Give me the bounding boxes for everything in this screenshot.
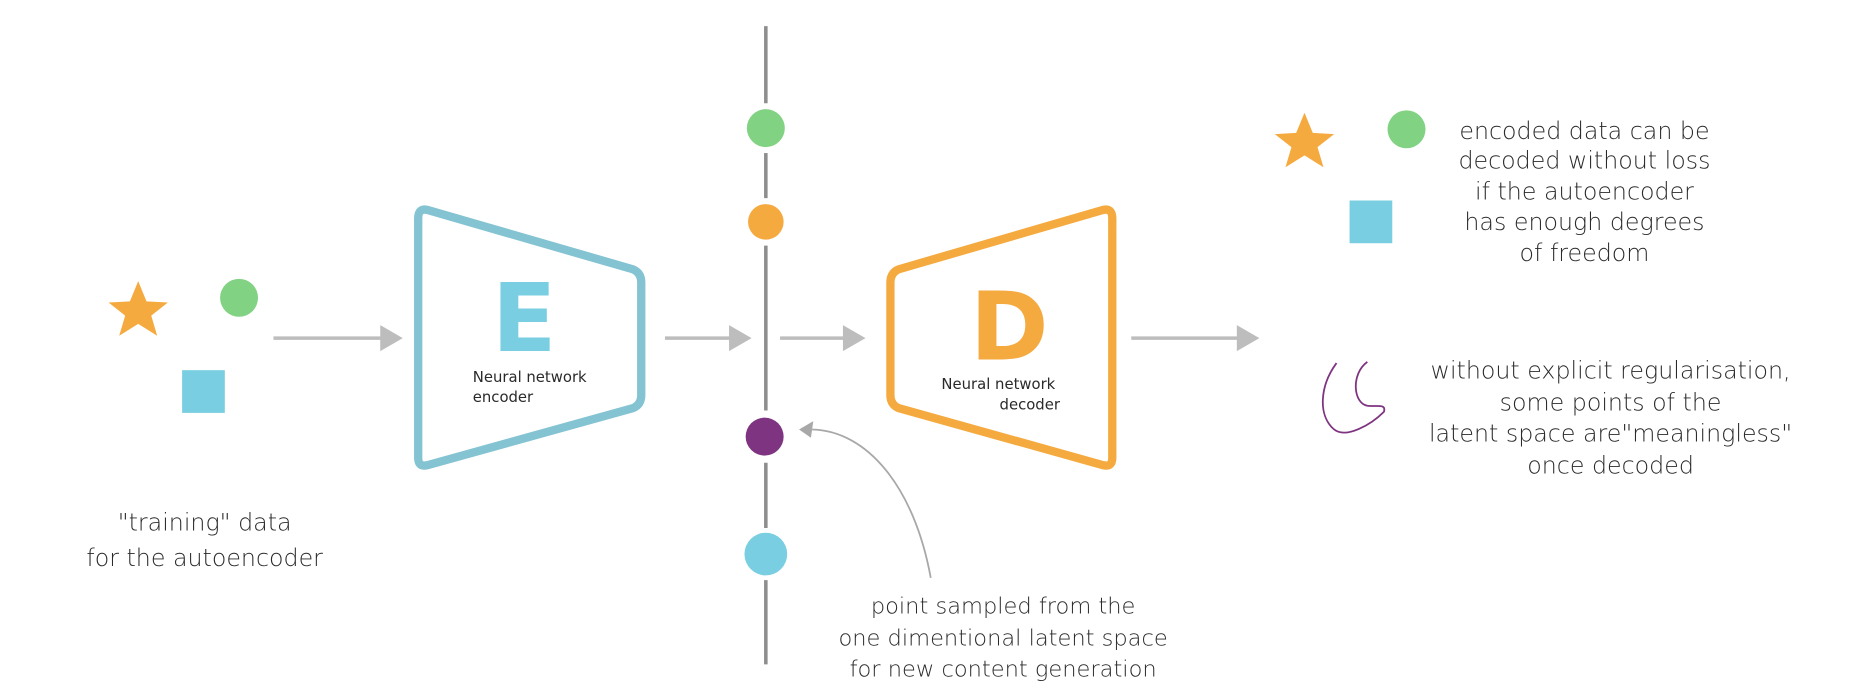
meaningless-squiggle-icon: [1321, 361, 1386, 434]
blue-square-icon: [1349, 200, 1393, 244]
decoder-label-line2: decoder: [1000, 396, 1061, 413]
encoder-block: E Neural network encoder: [414, 205, 646, 470]
curved-arrow: [812, 428, 932, 578]
latent-space-axis: [744, 26, 788, 665]
arrow-input-to-encoder: [273, 325, 403, 352]
output-caption-line5: of freedom: [1520, 239, 1650, 267]
latent-point-blue: [744, 532, 788, 576]
meaningless-caption-line2: some points of the: [1500, 389, 1722, 417]
input-data-group: "training" data for the autoencoder: [86, 278, 323, 572]
blue-square-icon: [182, 370, 225, 413]
green-circle-icon: [1387, 110, 1426, 149]
output-caption-line2: decoded without loss: [1458, 146, 1710, 174]
arrow-encoder-to-latent: [664, 325, 752, 352]
encoder-letter: E: [492, 264, 557, 374]
arrow-decoder-to-output: [1131, 325, 1260, 352]
decoder-trapezoid: [886, 205, 1117, 470]
latent-point-orange: [748, 204, 784, 240]
output-caption-line3: if the autoencoder: [1475, 177, 1694, 205]
arrow-latent-to-decoder: [780, 325, 866, 352]
latent-caption-line1: point sampled from the: [871, 593, 1136, 619]
star-icon: [108, 281, 168, 336]
output-caption-line1: encoded data can be: [1459, 117, 1709, 145]
input-caption-line1: "training" data: [118, 508, 292, 536]
green-circle-icon: [220, 278, 259, 317]
meaningless-caption-line3: latent space are"meaningless": [1429, 419, 1792, 447]
latent-point-green: [746, 109, 785, 148]
sampled-point-annotation: point sampled from the one dimentional l…: [799, 421, 1168, 682]
latent-caption-line3: for new content generation: [850, 656, 1157, 682]
meaningless-caption-line4: once decoded: [1527, 451, 1694, 479]
encoder-label-line1: Neural network: [473, 369, 587, 386]
latent-caption-line2: one dimentional latent space: [838, 625, 1167, 651]
decoder-block: D Neural network decoder: [886, 205, 1117, 470]
decoder-letter: D: [970, 272, 1049, 382]
encoder-label-line2: encoder: [473, 389, 534, 406]
meaningless-caption-line1: without explicit regularisation,: [1431, 356, 1791, 384]
output-caption-line4: has enough degrees: [1464, 208, 1704, 236]
input-caption-line2: for the autoencoder: [86, 544, 323, 572]
encoder-trapezoid: [414, 205, 646, 470]
latent-point-purple-sampled: [745, 417, 784, 456]
meaningless-output-group: without explicit regularisation, some po…: [1321, 356, 1792, 479]
star-icon: [1274, 112, 1335, 168]
output-data-group: encoded data can be decoded without loss…: [1274, 110, 1710, 267]
decoder-label-line1: Neural network: [941, 376, 1055, 393]
